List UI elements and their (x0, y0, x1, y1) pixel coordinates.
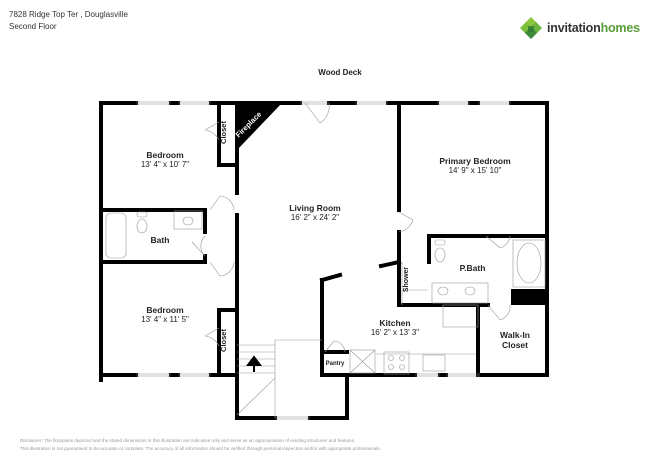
room-pantry: Pantry (325, 361, 345, 367)
closet-label-bottom: Closet (218, 329, 228, 352)
room-bath: Bath (150, 235, 170, 245)
disclaimer: Disclaimer: The floorplans depicted and … (20, 438, 381, 451)
wood-deck-label: Wood Deck (318, 68, 362, 77)
brand-name: invitationhomes (547, 21, 640, 35)
shower-label: Shower (403, 266, 411, 293)
clover-logo-icon (520, 17, 542, 39)
room-p-bath: P.Bath (459, 263, 486, 273)
brand-logo: invitationhomes (519, 16, 640, 40)
closet-label-top: Closet (218, 121, 228, 144)
floor-text: Second Floor (9, 22, 57, 31)
property-header: 7828 Ridge Top Ter , Douglasville Second… (9, 9, 128, 33)
address-text: 7828 Ridge Top Ter , Douglasville (9, 10, 128, 19)
